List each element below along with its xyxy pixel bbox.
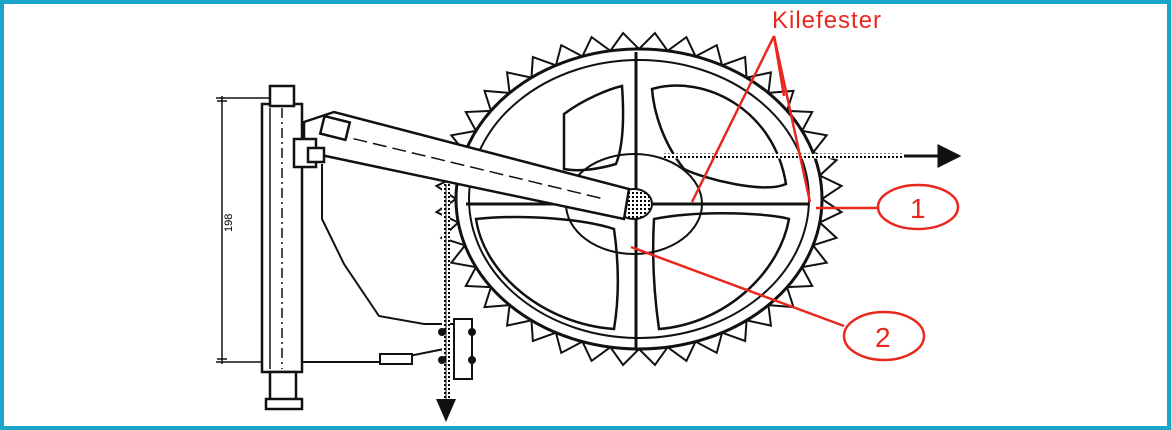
callout-2-label: 2 [875,322,891,353]
callout-1: 1 [816,183,960,231]
sprocket-tooth [505,71,532,94]
annotation-leaders [690,35,812,203]
sprocket-tooth [819,174,844,200]
sprocket-tooth [801,244,829,269]
sprocket-tooth [449,244,477,269]
sprocket-tooth [483,286,510,309]
dimension-label: 198 [223,214,235,232]
sprocket-tooth [609,31,640,52]
technical-drawing: 198 Kilef [216,7,962,422]
sprocket-tooth [554,332,583,355]
spoke-windows [474,84,791,331]
callout-2: 2 [630,245,926,362]
sprocket-tooth [464,109,491,132]
annotation-title: Kilefester [772,7,882,34]
sprocket-tooth [609,346,640,367]
sprocket-tooth [787,266,814,289]
sprocket-tooth [505,304,532,327]
sprocket-tooth [638,346,669,367]
sprocket-tooth [819,198,844,224]
sprocket-tooth [695,43,724,66]
sprocket-tooth [695,332,724,355]
vertical-shaft [260,84,326,411]
sprocket-tooth [787,109,814,132]
sprocket-tooth [746,304,773,327]
frame-bracket [302,164,454,365]
sprocket-tooth [801,129,829,154]
sprocket-tooth [554,43,583,66]
callout-1-label: 1 [910,193,926,224]
sprocket-tooth [638,31,669,52]
chain-tensioner [436,184,476,422]
sprocket-tooth [464,266,491,289]
sprocket-tooth [483,89,510,112]
